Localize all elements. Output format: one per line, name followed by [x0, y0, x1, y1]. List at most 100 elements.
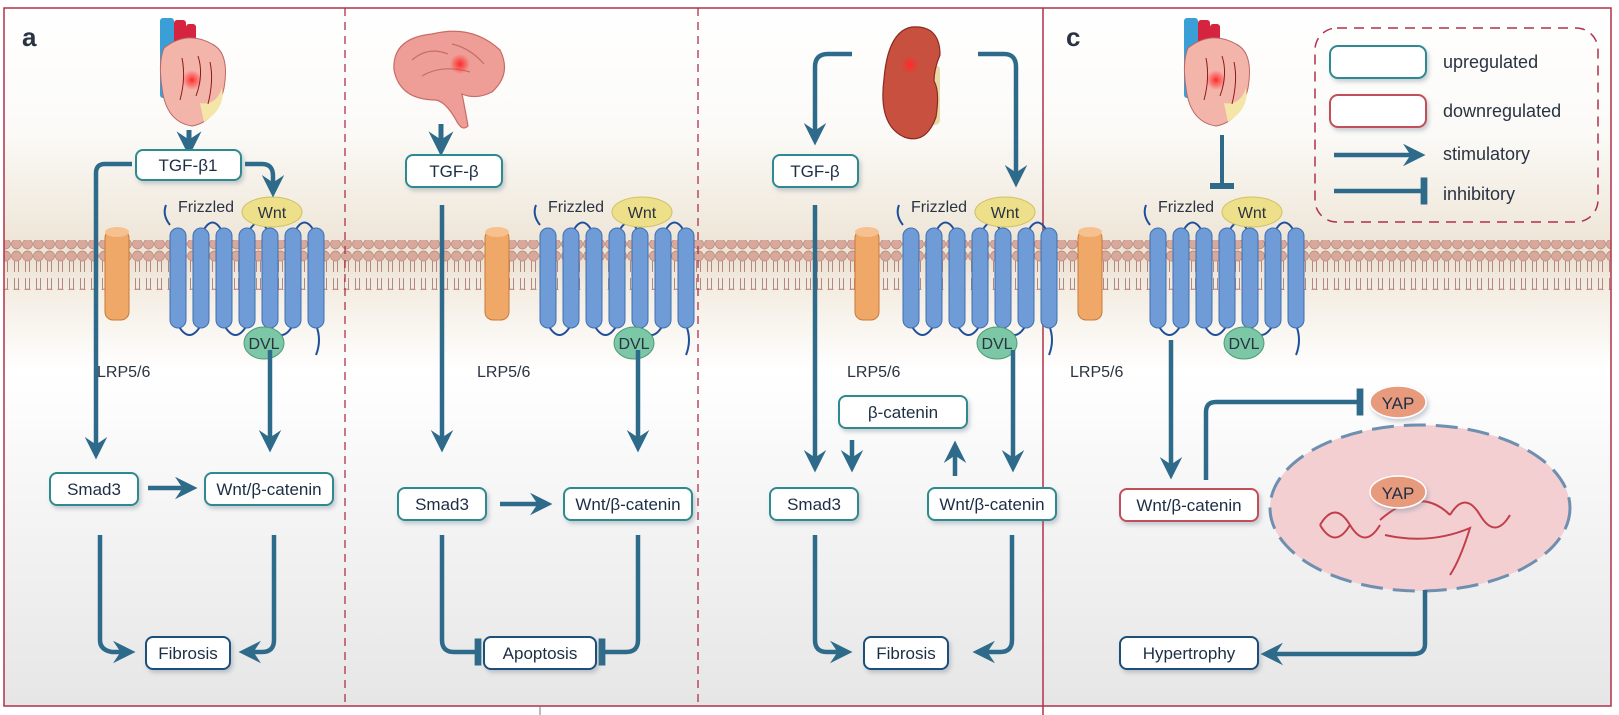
- node-wnt-beta-catenin: Wnt/β-catenin: [563, 487, 693, 521]
- svg-text:Wnt: Wnt: [628, 205, 657, 222]
- node-fibrosis: Fibrosis: [863, 636, 949, 670]
- legend-label-upregulated: upregulated: [1443, 52, 1538, 72]
- panel-letter-a: a: [22, 22, 37, 52]
- frizzled-helix: [169, 227, 187, 329]
- frizzled-helix: [654, 227, 672, 329]
- svg-text:Wnt: Wnt: [258, 205, 287, 222]
- legend-label-inhibitory: inhibitory: [1443, 184, 1515, 204]
- svg-text:Wnt/β-catenin: Wnt/β-catenin: [1136, 496, 1241, 515]
- lrp-label: LRP5/6: [97, 364, 150, 381]
- wnt-ligand: Wnt: [974, 196, 1036, 228]
- node-beta-catenin: β-catenin: [838, 395, 968, 429]
- svg-text:Wnt: Wnt: [1238, 205, 1267, 222]
- svg-text:YAP: YAP: [1382, 484, 1415, 503]
- frizzled-helix: [1287, 227, 1305, 329]
- frizzled-helix: [971, 227, 989, 329]
- svg-text:Smad3: Smad3: [787, 495, 841, 514]
- legend-label-stimulatory: stimulatory: [1443, 144, 1530, 164]
- legend-swatch-upregulated: [1329, 45, 1427, 79]
- node-wnt-beta-catenin: Wnt/β-catenin: [204, 472, 334, 506]
- lrp-receptor: [1077, 227, 1103, 321]
- frizzled-helix: [585, 227, 603, 329]
- svg-text:DVL: DVL: [618, 336, 649, 353]
- frizzled-helix: [562, 227, 580, 329]
- node-tgf-beta: TGF-β: [772, 154, 859, 188]
- svg-text:Wnt: Wnt: [991, 205, 1020, 222]
- figure-border: [3, 7, 1612, 707]
- wnt-ligand: Wnt: [1221, 196, 1283, 228]
- frizzled-helix: [1040, 227, 1058, 329]
- node-tgf-beta: TGF-β: [405, 154, 503, 188]
- frizzled-helix: [677, 227, 695, 329]
- dvl-protein: DVL: [243, 326, 285, 360]
- legend-label-downregulated: downregulated: [1443, 101, 1561, 121]
- wnt-ligand: Wnt: [241, 196, 303, 228]
- lrp-label: LRP5/6: [847, 364, 900, 381]
- svg-text:TGF-β1: TGF-β1: [159, 156, 218, 175]
- frizzled-helix: [631, 227, 649, 329]
- heart-icon: [159, 18, 226, 127]
- svg-text:Hypertrophy: Hypertrophy: [1143, 644, 1236, 663]
- frizzled-label: Frizzled: [911, 199, 967, 216]
- frizzled-label: Frizzled: [178, 199, 234, 216]
- svg-text:TGF-β: TGF-β: [790, 162, 840, 181]
- panel-heart-c: Wnt/β-catenin YAP YAP Hypertrophy: [1119, 18, 1572, 670]
- node-tgf-beta1: TGF-β1: [135, 149, 242, 181]
- node-fibrosis: Fibrosis: [145, 636, 231, 670]
- lrp-receptor: [854, 227, 880, 321]
- yap-nuclear: YAP: [1369, 475, 1427, 509]
- frizzled-helix: [192, 227, 210, 329]
- frizzled-helix: [1195, 227, 1213, 329]
- svg-text:DVL: DVL: [248, 336, 279, 353]
- lrp-receptor: [484, 227, 510, 321]
- legend: upregulated downregulated stimulatory in…: [1314, 27, 1599, 223]
- frizzled-label: Frizzled: [548, 199, 604, 216]
- kidney-icon: [882, 26, 941, 140]
- frizzled-helix: [1241, 227, 1259, 329]
- node-smad3: Smad3: [397, 487, 487, 521]
- frizzled-helix: [1149, 227, 1167, 329]
- frizzled-helix: [994, 227, 1012, 329]
- svg-text:Fibrosis: Fibrosis: [876, 644, 936, 663]
- node-smad3: Smad3: [769, 487, 859, 521]
- svg-text:Wnt/β-catenin: Wnt/β-catenin: [939, 495, 1044, 514]
- frizzled-helix: [539, 227, 557, 329]
- svg-text:YAP: YAP: [1382, 394, 1415, 413]
- yap-cytoplasmic: YAP: [1369, 385, 1427, 419]
- frizzled-helix: [608, 227, 626, 329]
- node-apoptosis: Apoptosis: [483, 636, 597, 670]
- svg-text:Smad3: Smad3: [415, 495, 469, 514]
- panel-brain: TGF-β Smad3 Wnt/β-catenin Apoptosis: [393, 30, 693, 670]
- frizzled-helix: [925, 227, 943, 329]
- frizzled-label: Frizzled: [1158, 199, 1214, 216]
- svg-text:Fibrosis: Fibrosis: [158, 644, 218, 663]
- node-smad3: Smad3: [49, 472, 139, 506]
- panel-letter-c: c: [1066, 22, 1080, 52]
- frizzled-helix: [238, 227, 256, 329]
- dvl-protein: DVL: [1223, 326, 1265, 360]
- nucleus: [1268, 423, 1572, 593]
- node-wnt-beta-catenin: Wnt/β-catenin: [927, 487, 1057, 521]
- node-hypertrophy: Hypertrophy: [1119, 636, 1259, 670]
- svg-text:β-catenin: β-catenin: [868, 403, 938, 422]
- frizzled-helix: [1017, 227, 1035, 329]
- panel-kidney: TGF-β β-catenin Smad3 Wnt/β-catenin Fibr…: [769, 26, 1057, 670]
- svg-text:Wnt/β-catenin: Wnt/β-catenin: [216, 480, 321, 499]
- frizzled-helix: [307, 227, 325, 329]
- lrp-label: LRP5/6: [1070, 364, 1123, 381]
- wnt-ligand: Wnt: [611, 196, 673, 228]
- lrp-receptor: [104, 227, 130, 321]
- dna-helix-icon: [1319, 500, 1511, 576]
- node-wnt-beta-catenin-down: Wnt/β-catenin: [1119, 488, 1259, 522]
- svg-text:DVL: DVL: [981, 336, 1012, 353]
- frizzled-helix: [1264, 227, 1282, 329]
- svg-text:TGF-β: TGF-β: [429, 162, 479, 181]
- frizzled-helix: [948, 227, 966, 329]
- frizzled-helix: [1218, 227, 1236, 329]
- legend-swatch-downregulated: [1329, 94, 1427, 128]
- panel-heart-a: TGF-β1 Smad3 Wnt/β-catenin Fibrosis: [49, 18, 334, 670]
